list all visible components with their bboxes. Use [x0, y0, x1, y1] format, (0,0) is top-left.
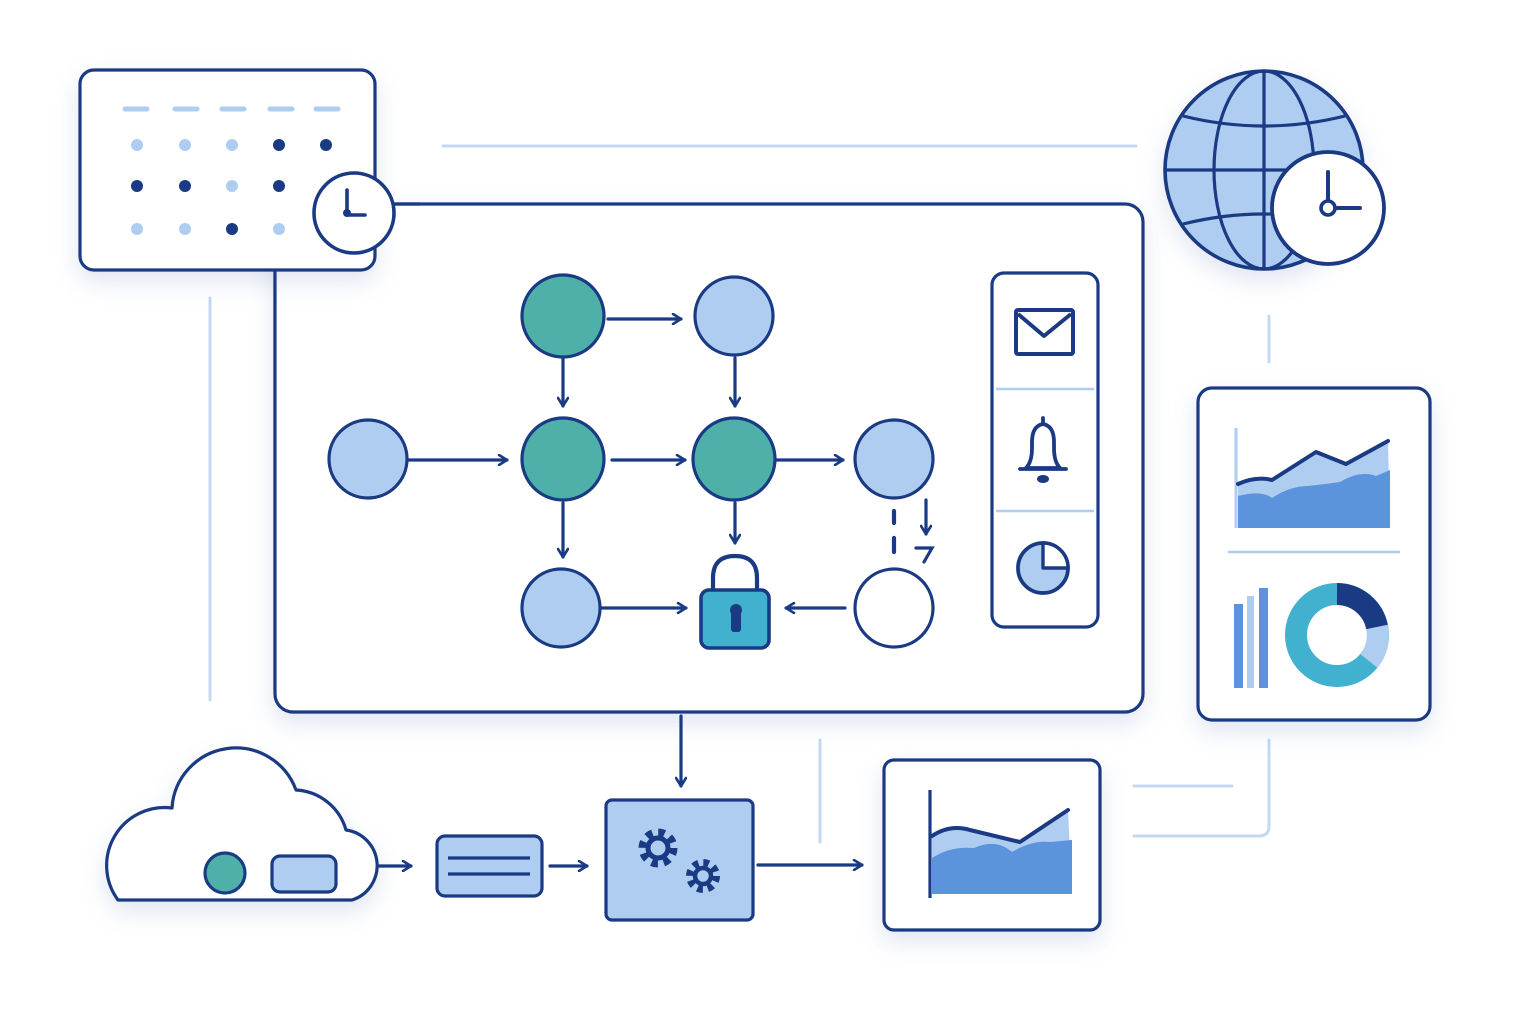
report-card[interactable] [882, 758, 1102, 932]
gear-large [638, 828, 678, 868]
status-pill [270, 854, 338, 894]
cloud-icon[interactable] [105, 746, 379, 902]
area-chart-icon [928, 790, 1072, 898]
connector-right-elbow [1132, 738, 1271, 838]
donut-chart-icon [1285, 583, 1389, 687]
clock-icon [1270, 150, 1386, 266]
edge-dash [914, 546, 935, 564]
node[interactable] [853, 418, 935, 500]
lock-icon[interactable] [699, 553, 771, 650]
calendar-card[interactable] [78, 68, 420, 272]
workflow-graph [327, 273, 935, 650]
mail-icon[interactable] [1014, 308, 1075, 356]
bell-icon[interactable] [1018, 416, 1068, 483]
node[interactable] [520, 567, 602, 649]
clock-icon [312, 171, 396, 255]
workflow-nodes [327, 273, 935, 649]
node-active[interactable] [520, 416, 606, 502]
notification-panel [990, 271, 1100, 629]
node-active[interactable] [691, 416, 777, 502]
globe-icon[interactable] [1163, 69, 1386, 271]
area-chart-icon [1234, 428, 1390, 528]
node-empty[interactable] [853, 567, 935, 649]
bar-chart-icon [1234, 588, 1268, 688]
gears-icon[interactable] [604, 798, 755, 922]
node-active[interactable] [520, 273, 606, 359]
gear-small [686, 859, 720, 893]
workflow-edges [406, 319, 935, 608]
node-start[interactable] [327, 418, 409, 500]
node[interactable] [693, 275, 775, 357]
pie-chart-icon[interactable] [1016, 541, 1070, 595]
calendar-days [131, 139, 332, 235]
queue-icon[interactable] [435, 834, 544, 898]
dashboard-card[interactable] [1196, 386, 1432, 722]
status-dot [203, 851, 247, 895]
